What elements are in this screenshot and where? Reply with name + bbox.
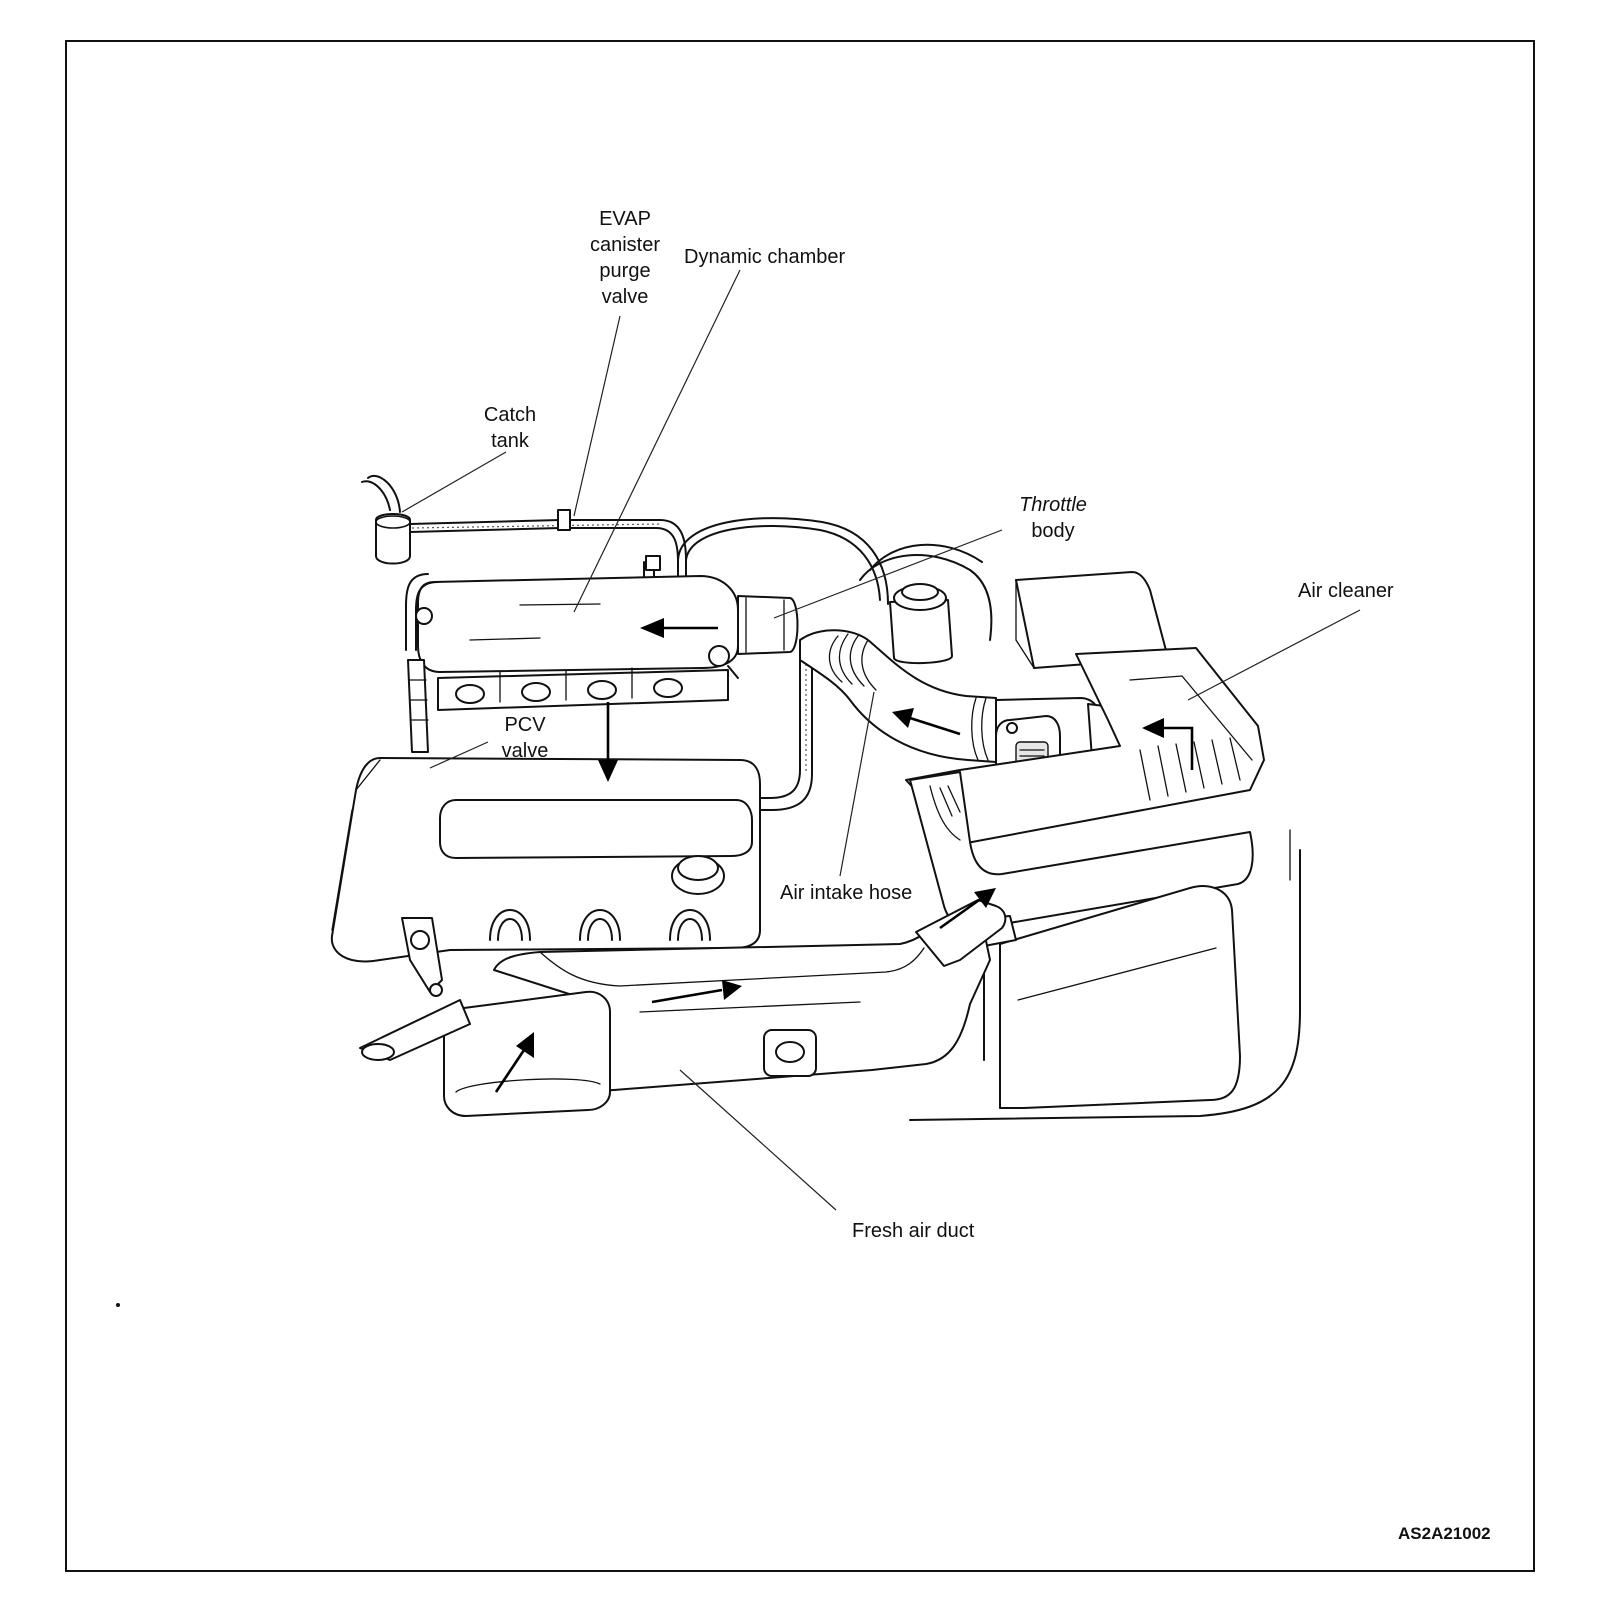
evap-line-3: purge	[599, 260, 651, 282]
fresh-air-duct	[359, 899, 1007, 1117]
pcv-valve-line-2: valve	[501, 740, 549, 762]
throttle-body-label: Throttle body	[1008, 492, 1098, 544]
air-cleaner	[905, 571, 1291, 930]
throttle-body-line-2: body	[1031, 520, 1075, 542]
evap-label: EVAP canister purge valve	[570, 206, 680, 310]
stray-mark	[116, 1303, 120, 1307]
intake-runners	[437, 667, 729, 711]
catch-tank-line-2: tank	[491, 430, 529, 452]
brake-reservoir	[859, 543, 993, 665]
throttle-body-line-1: Throttle	[1019, 494, 1087, 516]
battery	[909, 849, 1301, 1121]
evap-line-1: EVAP	[599, 208, 651, 230]
return-hose	[759, 659, 813, 811]
evap-line-2: canister	[589, 234, 661, 256]
evap-line-4: valve	[601, 286, 649, 308]
pcv-valve-label: PCV valve	[490, 712, 560, 764]
catch-tank	[361, 475, 411, 565]
catch-tank-line-1: Catch	[483, 404, 537, 426]
air-cleaner-label: Air cleaner	[1298, 580, 1394, 602]
figure-border	[65, 40, 1535, 1572]
dynamic-chamber	[417, 575, 799, 679]
air-intake-hose-label: Air intake hose	[780, 882, 913, 904]
pcv-hose	[405, 573, 439, 753]
cylinder-head-cover	[330, 757, 761, 997]
figure-code: AS2A21002	[1398, 1524, 1491, 1543]
fresh-air-duct-label: Fresh air duct	[852, 1220, 975, 1242]
pcv-valve-line-1: PCV	[504, 714, 546, 736]
catch-tank-label: Catch tank	[470, 402, 550, 454]
leader-lines	[401, 269, 1361, 1211]
dynamic-chamber-label: Dynamic chamber	[684, 246, 846, 268]
flow-arrows	[494, 618, 1194, 1093]
